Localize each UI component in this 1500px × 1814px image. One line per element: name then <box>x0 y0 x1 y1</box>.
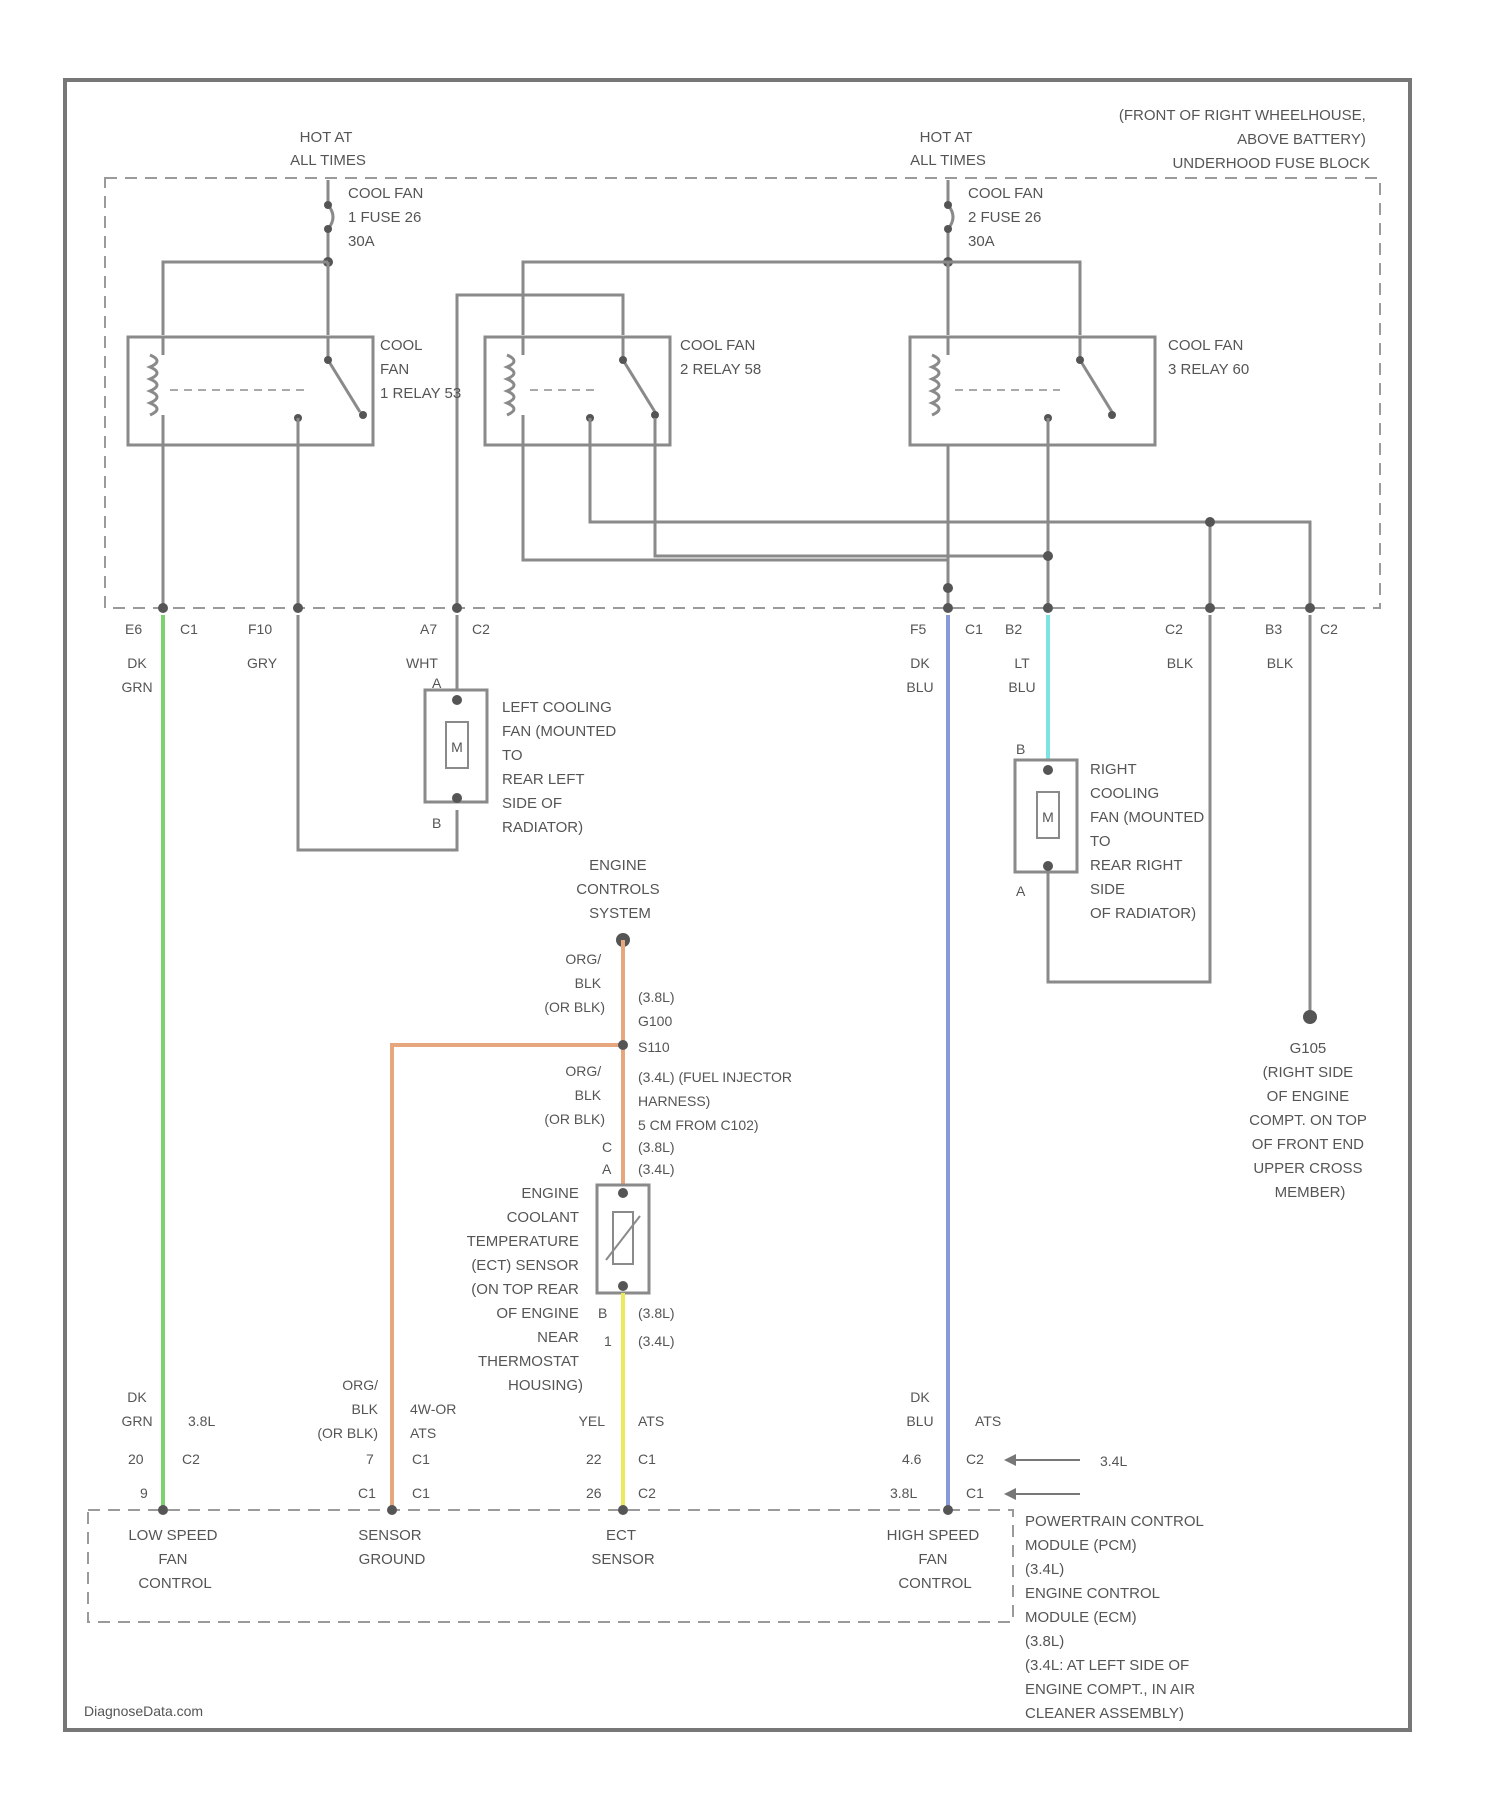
right-cooling-fan-motor: M <box>1015 760 1077 872</box>
pcm-input-ect-sensor: ECT SENSOR <box>591 1527 655 1568</box>
ect-sensor <box>597 1185 649 1293</box>
wire-wht-label: WHT <box>406 655 438 671</box>
left-fan-pin-a: A <box>432 675 442 691</box>
cool-fan-3-relay <box>910 337 1155 445</box>
pcm-input-sensor-ground: SENSOR GROUND <box>358 1527 426 1568</box>
cool-fan-1-relay-label: COOL FAN 1 RELAY 53 <box>380 337 461 402</box>
right-cooling-fan-label: RIGHT COOLING FAN (MOUNTED TO REAR RIGHT… <box>1090 761 1208 922</box>
ect-sensor-label: ENGINE COOLANT TEMPERATURE (ECT) SENSOR … <box>467 1185 583 1394</box>
ect-top-pins: C (3.8L) A (3.4L) <box>602 1139 678 1177</box>
bottom-wire-yel-label: YEL <box>579 1413 606 1429</box>
ground-g105-point <box>1303 1010 1317 1024</box>
left-fan-motor-symbol: M <box>451 739 463 755</box>
variant-arrow-second <box>1004 1488 1080 1500</box>
cool-fan-2-fuse-label: COOL FAN 2 FUSE 26 30A <box>968 185 1047 250</box>
fuse-block-location-label: (FRONT OF RIGHT WHEELHOUSE, ABOVE BATTER… <box>1119 107 1370 172</box>
ground-g105-label: G105 (RIGHT SIDE OF ENGINE COMPT. ON TOP… <box>1249 1040 1371 1201</box>
right-fan-motor-symbol: M <box>1042 809 1054 825</box>
wire-gry-label: GRY <box>247 655 278 671</box>
variant-arrow-3-4l <box>1004 1454 1080 1466</box>
engine-controls-system-label: ENGINE CONTROLS SYSTEM <box>576 857 664 922</box>
left-fan-pin-b: B <box>432 815 441 831</box>
variant-arrow-3-4l-label: 3.4L <box>1100 1453 1127 1469</box>
wire-blk-label-2: BLK <box>1267 655 1294 671</box>
connector-f10: F10 <box>248 621 272 637</box>
hot-at-all-times-right: HOT AT ALL TIMES <box>910 129 986 169</box>
cool-fan-2-relay-label: COOL FAN 2 RELAY 58 <box>680 337 761 378</box>
ecs-connector-label-2: (3.4L) (FUEL INJECTOR HARNESS) 5 CM FROM… <box>638 1069 796 1133</box>
ect-bottom-pins: B (3.8L) 1 (3.4L) <box>598 1305 678 1349</box>
bottom-wire-org-blk-label: ORG/BLK(OR BLK) <box>317 1377 378 1441</box>
connector-c2: C2 <box>1165 621 1183 637</box>
pcm-input-high-speed-fan: HIGH SPEED FAN CONTROL <box>887 1527 984 1592</box>
cool-fan-1-fuse <box>323 180 333 267</box>
cool-fan-3-relay-label: COOL FAN 3 RELAY 60 <box>1168 337 1249 378</box>
cool-fan-1-fuse-label: COOL FAN 1 FUSE 26 30A <box>348 185 427 250</box>
bottom-wire-dk-grn-model: 3.8L <box>188 1413 215 1429</box>
left-cooling-fan-label: LEFT COOLING FAN (MOUNTED TO REAR LEFT S… <box>502 699 620 836</box>
right-fan-pin-a: A <box>1016 883 1026 899</box>
splice-s110-point <box>618 1040 628 1050</box>
right-fan-pin-b: B <box>1016 741 1025 757</box>
pcm-module-outline <box>88 1510 1013 1622</box>
ecs-wire-label-2: ORG/ BLK (OR BLK) <box>544 1063 605 1127</box>
hot-at-all-times-left: HOT AT ALL TIMES <box>290 129 366 169</box>
ecs-connector-label-1: (3.8L) G100 <box>638 989 678 1029</box>
bottom-wire-dk-blu-model: ATS <box>975 1413 1001 1429</box>
ecs-wire-label-1: ORG/ BLK (OR BLK) <box>544 951 605 1015</box>
cool-fan-1-relay <box>128 337 373 445</box>
pcm-module-label: POWERTRAIN CONTROL MODULE (PCM) (3.4L) E… <box>1025 1513 1208 1722</box>
cool-fan-2-fuse <box>943 180 953 267</box>
wire-blk-label-1: BLK <box>1167 655 1194 671</box>
diagram-frame <box>65 80 1410 1730</box>
splice-s110-label: S110 <box>638 1039 670 1055</box>
connector-b2: B2 <box>1005 621 1022 637</box>
bottom-wire-yel-model: ATS <box>638 1413 664 1429</box>
pin-low-speed-b: 9 <box>140 1485 148 1501</box>
cool-fan-2-relay <box>485 337 670 445</box>
pcm-input-low-speed-fan: LOW SPEED FAN CONTROL <box>128 1527 221 1592</box>
footer-watermark: DiagnoseData.com <box>84 1703 203 1719</box>
left-cooling-fan-motor: M <box>425 690 487 803</box>
